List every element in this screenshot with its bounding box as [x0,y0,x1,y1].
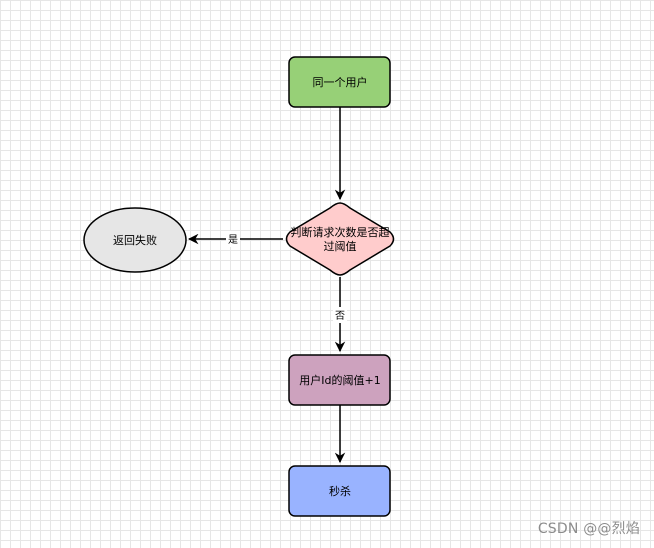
node-threshold-check-label-line1: 判断请求次数是否超 [291,225,390,239]
node-same-user-shape [288,56,391,108]
node-flash-sale-shape [288,465,391,517]
node-return-failure-label: 返回失败 [113,233,157,247]
node-increment-threshold-shape [288,354,391,406]
node-threshold-check-label-line2: 过阈值 [324,239,357,253]
node-same-user: 同一个用户 [288,56,391,108]
node-threshold-check: 判断请求次数是否超 过阈值 [285,202,395,276]
node-increment-threshold: 用户Id的阈值+1 [288,354,391,406]
edge-yes-label: 是 [228,234,238,246]
edge-yes-label-bg [226,231,240,247]
node-increment-threshold-label: 用户Id的阈值+1 [299,373,380,387]
node-threshold-check-shape [285,202,395,276]
edge-no-label: 否 [335,310,345,322]
edge-no-label-bg [333,307,347,323]
node-flash-sale-label: 秒杀 [329,484,351,498]
node-return-failure: 返回失败 [83,207,187,273]
node-return-failure-shape [83,207,187,273]
node-same-user-label: 同一个用户 [313,75,368,89]
watermark: CSDN @@烈焰 [537,521,640,537]
node-flash-sale: 秒杀 [288,465,391,517]
